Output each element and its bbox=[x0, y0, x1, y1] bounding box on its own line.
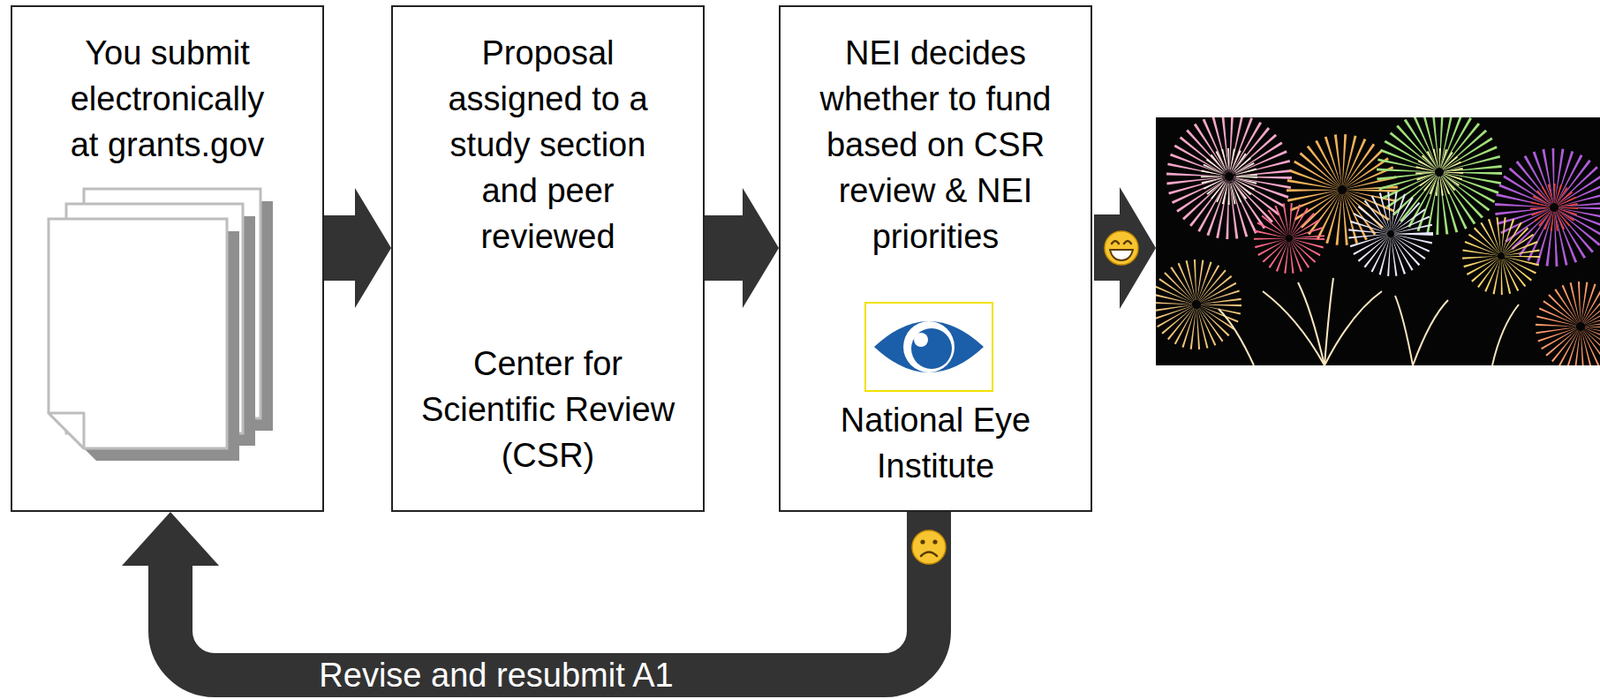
firework-burst bbox=[1539, 193, 1569, 222]
flow-arrow bbox=[704, 188, 779, 309]
paper-sheet bbox=[48, 218, 227, 449]
face-eye bbox=[932, 539, 937, 544]
arrow-shape bbox=[170, 512, 929, 676]
firework-burst bbox=[1522, 175, 1586, 240]
face-eye bbox=[920, 539, 925, 544]
firework-burst bbox=[1171, 279, 1222, 330]
face-frown bbox=[920, 552, 937, 558]
face bbox=[1104, 231, 1139, 265]
eye-highlight bbox=[913, 332, 929, 348]
box-text: Proposal assigned to a study section and… bbox=[437, 30, 659, 260]
eye-shape bbox=[874, 321, 984, 373]
arrow-head bbox=[121, 512, 219, 567]
eye-logo bbox=[865, 302, 993, 392]
face-eye bbox=[1111, 241, 1119, 244]
logo-frame bbox=[865, 302, 993, 392]
edge-label: Revise and resubmit A1 bbox=[313, 656, 679, 695]
firework-burst bbox=[1555, 301, 1600, 352]
face-grin bbox=[1109, 249, 1133, 261]
eye-iris bbox=[903, 321, 955, 373]
success-arrow bbox=[1094, 187, 1156, 310]
face-eye bbox=[1124, 241, 1132, 244]
firework-burst bbox=[1479, 234, 1523, 278]
spark-streak bbox=[1298, 282, 1325, 366]
sad-face-icon bbox=[912, 530, 946, 565]
fountain-streaks bbox=[1218, 278, 1519, 366]
spark-streak bbox=[1492, 304, 1519, 366]
paper-fold bbox=[48, 413, 84, 449]
spark-streak bbox=[1324, 291, 1382, 366]
firework-burst bbox=[1367, 211, 1414, 257]
night-sky bbox=[1155, 117, 1600, 366]
spark-streak bbox=[1412, 300, 1449, 366]
box-subtitle: Center for Scientific Review (CSR) bbox=[415, 340, 681, 479]
arrow-shape bbox=[324, 188, 392, 309]
firework-burst bbox=[1195, 143, 1263, 211]
process-box: You submit electronically at grants.gov bbox=[10, 5, 325, 513]
flow-arrow bbox=[324, 188, 392, 309]
eye-pupil bbox=[911, 328, 952, 370]
spark-streak bbox=[1218, 309, 1254, 366]
spark-streak bbox=[1395, 295, 1413, 366]
firework-burst bbox=[1269, 218, 1309, 258]
document-stack-icon bbox=[48, 188, 273, 461]
flow-arrow bbox=[121, 512, 929, 676]
process-box: NEI decides whether to fund based on CSR… bbox=[778, 5, 1093, 513]
firework-burst bbox=[1405, 138, 1473, 206]
box-text: NEI decides whether to fund based on CSR… bbox=[809, 30, 1062, 260]
arrow-shape bbox=[704, 188, 779, 309]
firework-burst bbox=[1425, 158, 1454, 187]
box-subtitle: National Eye Institute bbox=[803, 397, 1069, 490]
firework-burst bbox=[1211, 158, 1247, 195]
face bbox=[912, 530, 946, 565]
process-box: Proposal assigned to a study section and… bbox=[391, 5, 705, 513]
fireworks-photo bbox=[1155, 117, 1600, 366]
happy-face-icon bbox=[1104, 231, 1139, 265]
box-text: You submit electronically at grants.gov bbox=[61, 30, 274, 168]
